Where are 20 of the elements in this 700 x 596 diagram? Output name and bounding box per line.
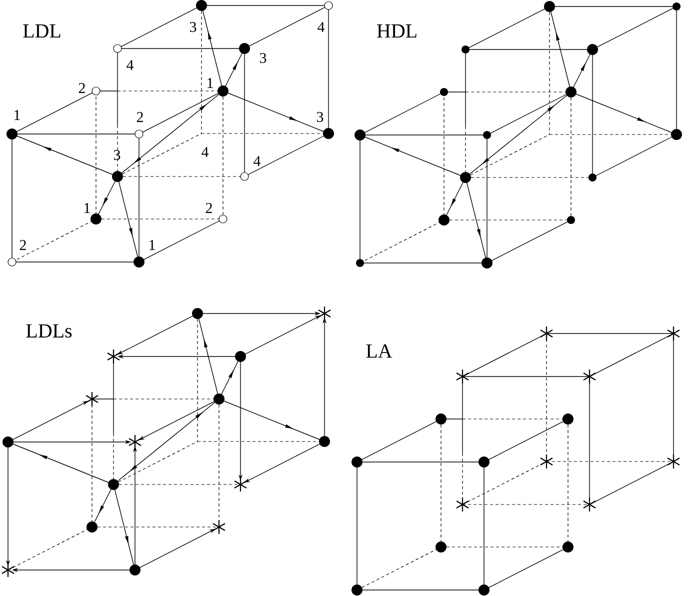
atom-number: 2: [206, 203, 212, 213]
atom-number: 1: [208, 78, 213, 88]
panel-title: LDLs: [26, 324, 72, 338]
atom-number: 4: [254, 156, 261, 166]
atom-number: 3: [114, 150, 120, 160]
panel-title: LDL: [23, 24, 60, 38]
atom-number: 2: [20, 240, 26, 250]
atom-number: 4: [202, 147, 209, 157]
atom-number: 3: [316, 112, 324, 122]
atom-number: 1: [14, 110, 20, 120]
atom-number: 4: [318, 22, 325, 32]
atom-number: 1: [150, 240, 155, 250]
atom-number: 2: [136, 112, 143, 122]
panel-title: LA: [366, 344, 392, 358]
atom-number: 2: [78, 83, 85, 93]
atom-number: 3: [260, 52, 266, 64]
atom-number: 3: [190, 22, 196, 32]
atom-number: 1: [84, 203, 90, 213]
atom-number: 4: [126, 60, 134, 70]
panel-title: HDL: [377, 24, 416, 38]
